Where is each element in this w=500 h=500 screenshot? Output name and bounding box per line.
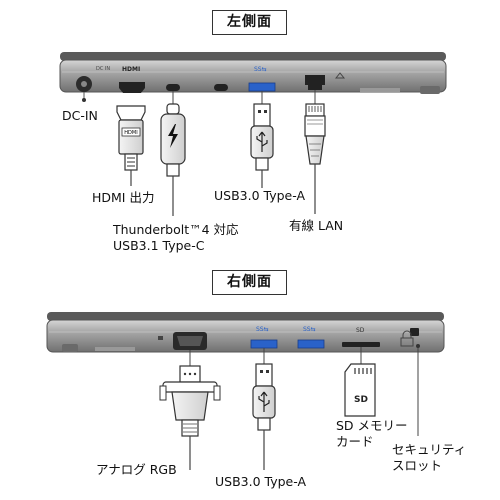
sd-slot bbox=[342, 342, 380, 364]
thunderbolt-plug-icon bbox=[160, 103, 186, 216]
left-laptop-edge bbox=[59, 52, 447, 94]
right-usb-a-ports bbox=[250, 339, 325, 364]
left-side-title: 左側面 bbox=[212, 10, 287, 35]
hdmi-plug-icon: HDMI bbox=[116, 105, 146, 186]
right-laptop-edge bbox=[46, 312, 445, 353]
sd-card-icon: SD bbox=[344, 363, 376, 417]
thunderbolt-ports bbox=[166, 84, 228, 104]
vga-port bbox=[158, 332, 207, 366]
engraved-right-ss2: SS⇆ bbox=[303, 326, 316, 333]
dc-in-label: DC-IN bbox=[62, 108, 98, 123]
vga-plug-icon bbox=[159, 365, 221, 470]
hdmi-label: HDMI 出力 bbox=[92, 190, 155, 205]
thunderbolt-label-line1: Thunderbolt™4 対応 bbox=[113, 222, 239, 237]
engraved-left-ss: SS⇆ bbox=[254, 66, 267, 73]
right-side-title: 右側面 bbox=[212, 270, 287, 295]
engraved-hdmi: HDMI bbox=[122, 66, 141, 73]
svg-text:HDMI: HDMI bbox=[124, 130, 137, 136]
engraved-sd: SD bbox=[356, 327, 365, 334]
right-usb-a-label: USB3.0 Type-A bbox=[215, 474, 307, 489]
engraved-right-ss1: SS⇆ bbox=[256, 326, 269, 333]
right-usb-a-plug-icon bbox=[252, 363, 276, 470]
lan-port bbox=[305, 72, 346, 104]
svg-text:SD: SD bbox=[354, 395, 368, 405]
hdmi-port bbox=[119, 82, 145, 93]
security-slot-label-line1: セキュリティ bbox=[392, 442, 467, 457]
lan-label: 有線 LAN bbox=[289, 218, 344, 233]
thunderbolt-label-line2: USB3.1 Type-C bbox=[113, 238, 205, 253]
sd-card-label-line1: SD メモリー bbox=[336, 418, 408, 433]
sd-card-label-line2: カード bbox=[336, 434, 374, 449]
lan-plug-icon bbox=[304, 103, 326, 214]
left-usb-a-plug-icon bbox=[250, 103, 274, 188]
security-slot bbox=[400, 328, 420, 436]
vga-label: アナログ RGB bbox=[96, 462, 177, 477]
engraved-dc-in: DC IN bbox=[96, 66, 111, 72]
security-slot-label-line2: スロット bbox=[392, 458, 443, 473]
dc-in-port bbox=[76, 76, 92, 102]
left-usb-a-label: USB3.0 Type-A bbox=[214, 188, 306, 203]
left-usb-a-port bbox=[248, 82, 276, 104]
